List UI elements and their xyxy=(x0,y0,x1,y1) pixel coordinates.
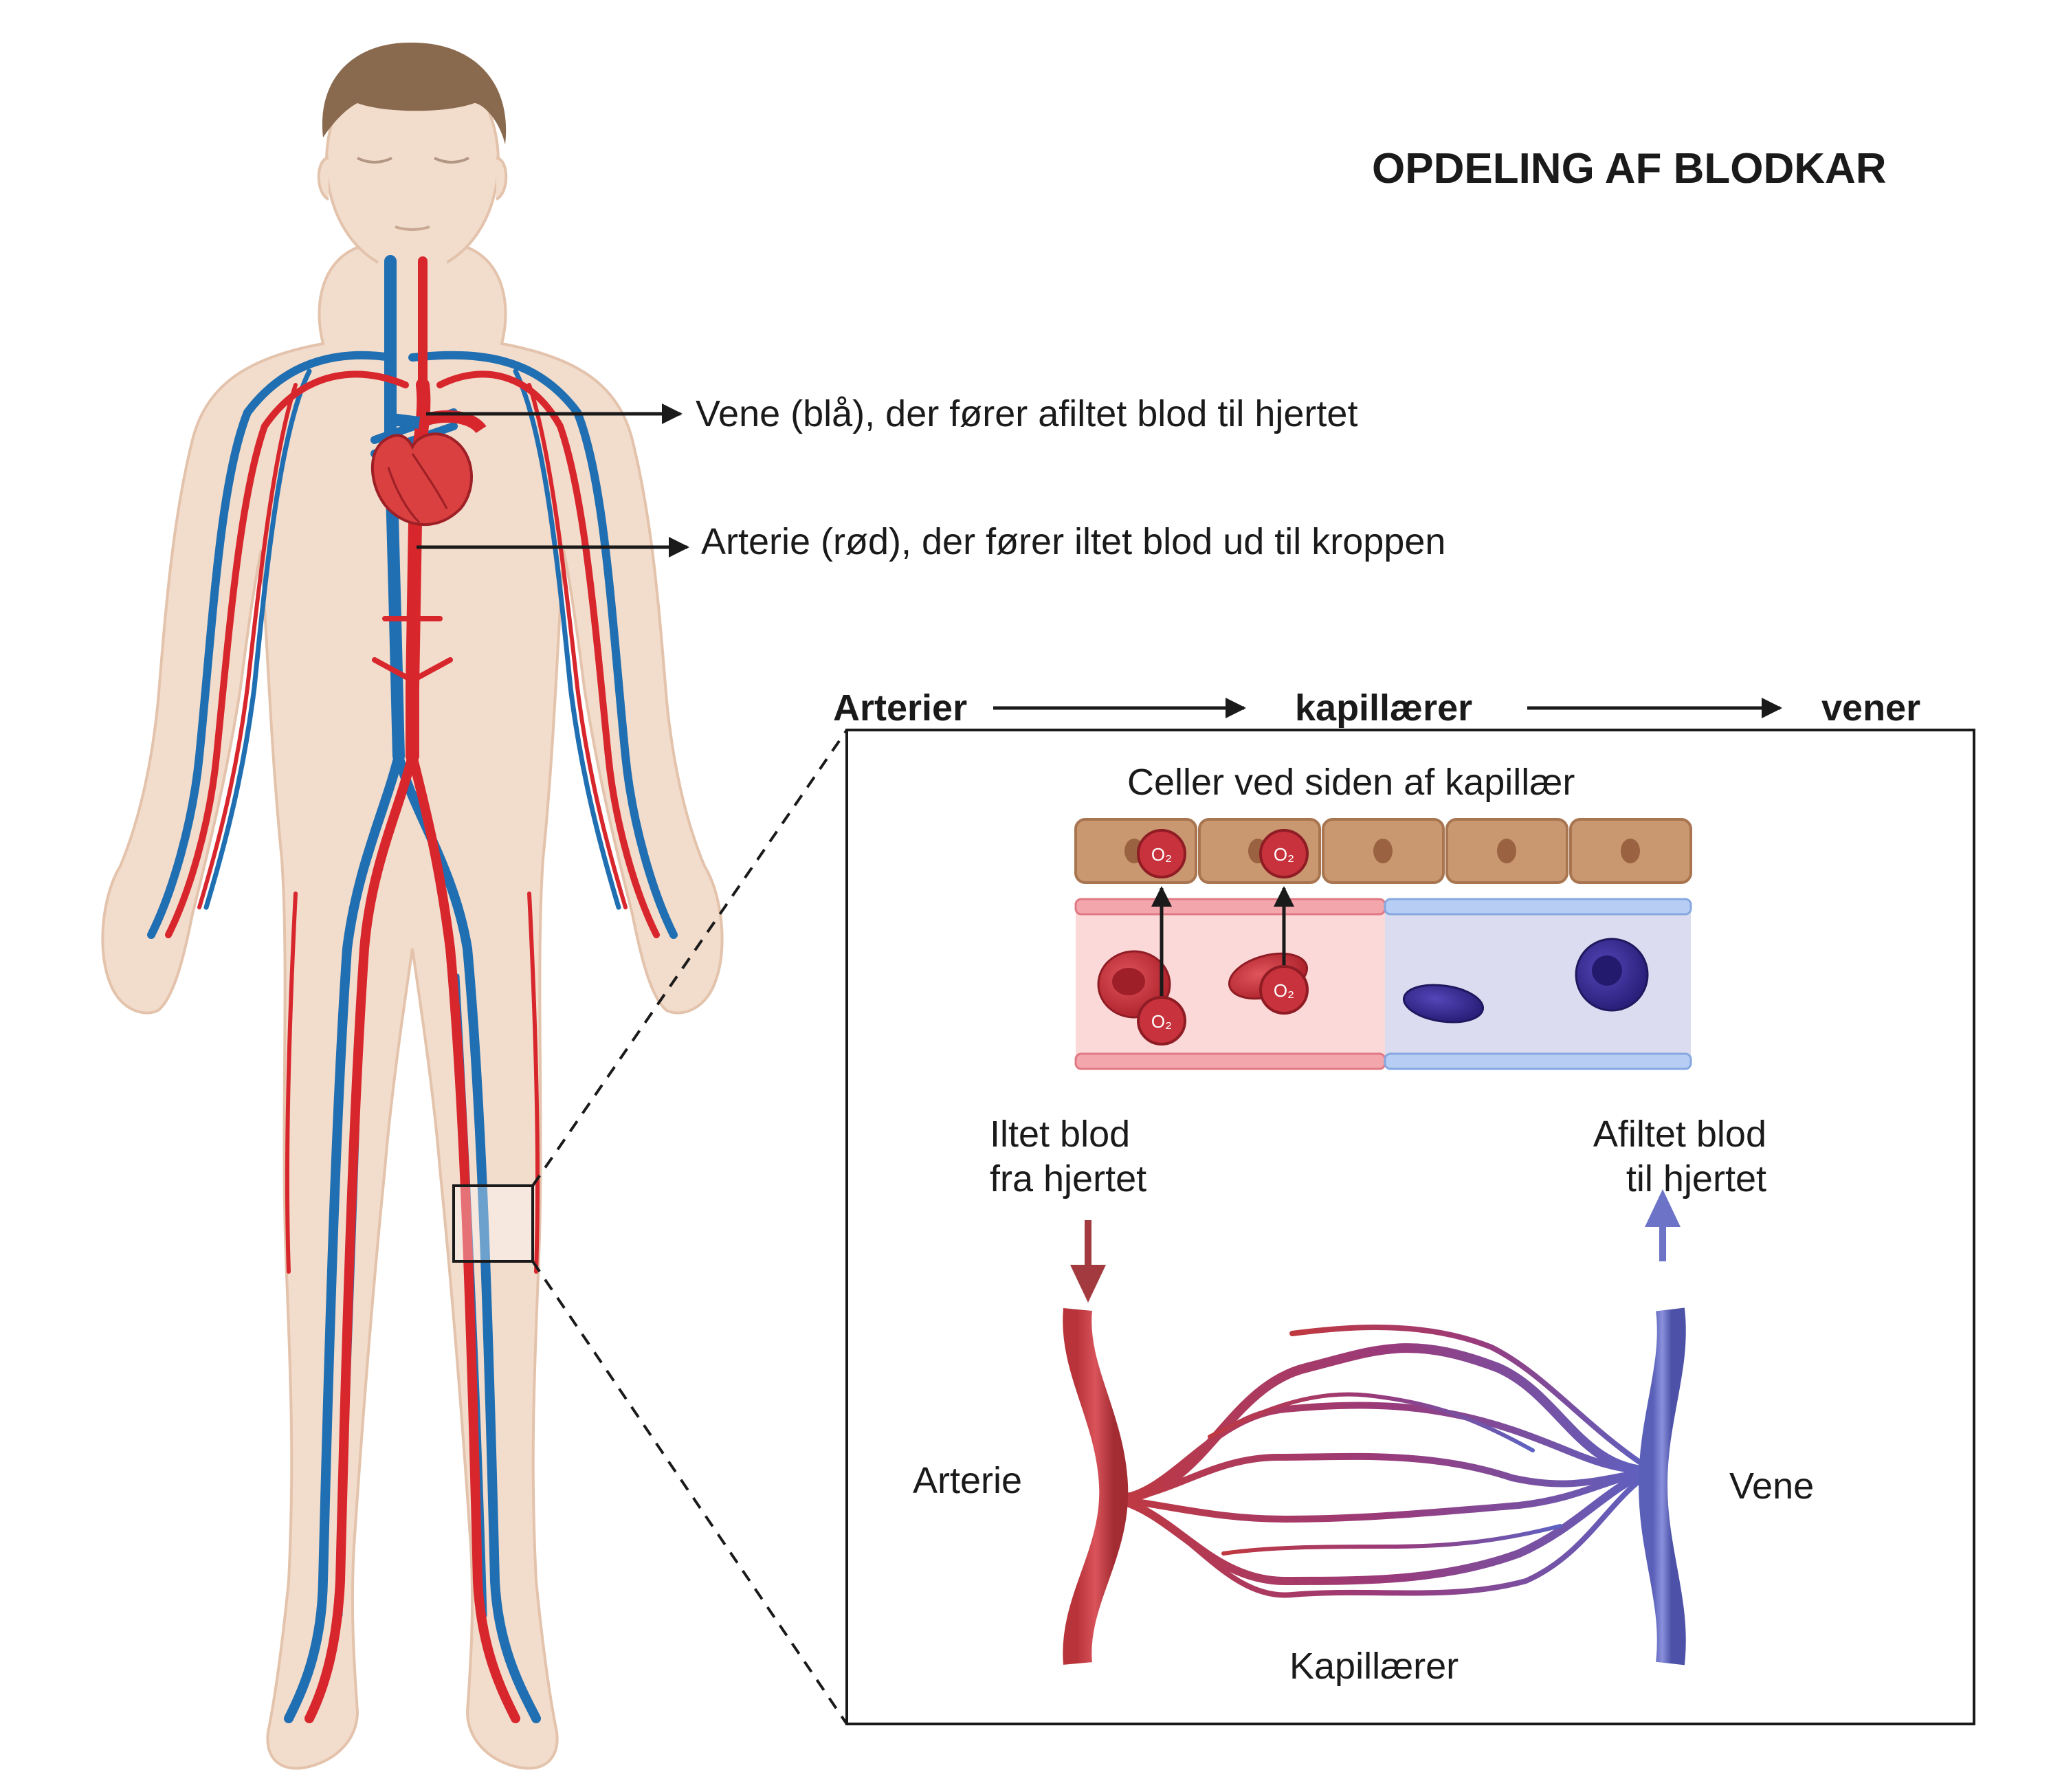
o2-label: O₂ xyxy=(1151,844,1172,865)
capillary-branch xyxy=(1111,1468,1656,1598)
artery-callout: Arterie (rød), der fører iltet blod ud t… xyxy=(417,521,1445,562)
artery-callout-label: Arterie (rød), der fører iltet blod ud t… xyxy=(701,521,1445,562)
o2-badge: O₂ xyxy=(1259,965,1309,1015)
red-blood-cell-center xyxy=(1112,968,1145,995)
artery-label: Arterie xyxy=(913,1460,1022,1501)
vessel-flow-sequence: Arterier kapillærer vener xyxy=(833,687,1920,729)
deoxygenated-label-line2: til hjertet xyxy=(1626,1158,1766,1199)
outflow-arrow xyxy=(1645,1189,1681,1261)
endothelial-wall-bottom-blue xyxy=(1384,1052,1692,1070)
o2-label: O₂ xyxy=(1274,844,1294,865)
heart-icon xyxy=(370,410,487,527)
cell-nucleus xyxy=(1497,839,1516,863)
o2-label: O₂ xyxy=(1151,1011,1172,1032)
flow-step-veins: vener xyxy=(1821,687,1920,729)
deoxygenated-blood-cell xyxy=(1402,984,1485,1024)
endothelial-wall-top-red xyxy=(1074,898,1386,916)
ear-right-icon xyxy=(495,157,508,201)
vein-vessel xyxy=(1638,1307,1686,1666)
zoom-connector-lines xyxy=(531,729,848,1725)
deoxygenated-blood-cell-center xyxy=(1592,955,1622,986)
o2-badge: O₂ xyxy=(1137,996,1186,1046)
oxygenated-label-line1: Iltet blod xyxy=(990,1114,1130,1155)
o2-badge: O₂ xyxy=(1259,829,1309,878)
capillaries-label: Kapillærer xyxy=(1289,1646,1459,1687)
artery-vessel xyxy=(1063,1308,1129,1665)
diagram-title: OPDELING AF BLODKAR xyxy=(1372,145,1887,192)
vein-callout-label: Vene (blå), der fører afiltet blod til h… xyxy=(696,393,1357,434)
vein-label: Vene xyxy=(1729,1465,1814,1507)
deoxygenated-label-line1: Afiltet blod xyxy=(1593,1114,1766,1155)
o2-label: O₂ xyxy=(1274,980,1294,1001)
capillary-branch xyxy=(1221,1524,1562,1556)
flow-step-arteries: Arterier xyxy=(833,687,967,729)
cell-nucleus xyxy=(1373,839,1393,863)
capillary-inset: Celler ved siden af kapillær xyxy=(845,729,1975,1725)
eyes-icon xyxy=(357,157,469,164)
inset-frame xyxy=(845,729,1975,1725)
capillary-branch xyxy=(1110,1402,1656,1502)
capillary-branch xyxy=(1289,1325,1656,1474)
o2-badge: O₂ xyxy=(1137,829,1186,878)
mouth-icon xyxy=(395,225,430,231)
cells-heading: Celler ved siden af kapillær xyxy=(1127,762,1575,803)
capillary-branch xyxy=(1110,1468,1656,1523)
flow-step-capillaries: kapillærer xyxy=(1295,687,1472,729)
inflow-arrow xyxy=(1070,1220,1106,1303)
capillary-branch xyxy=(1110,1452,1656,1502)
oxygenated-label-line2: fra hjertet xyxy=(990,1158,1146,1199)
endothelial-wall-top-blue xyxy=(1384,898,1692,916)
vein-callout: Vene (blå), der fører afiltet blod til h… xyxy=(426,393,1357,434)
capillary-lumen: O₂ O₂ O₂ O₂ xyxy=(1074,829,1692,1070)
zoom-line-bottom xyxy=(531,1260,848,1725)
hair xyxy=(322,42,507,144)
endothelial-wall-bottom-red xyxy=(1074,1052,1386,1070)
zoom-line-top xyxy=(531,729,848,1187)
human-figure xyxy=(101,42,724,1770)
zoom-region-box xyxy=(452,1184,534,1263)
cell-nucleus xyxy=(1621,839,1640,863)
ear-left-icon xyxy=(317,157,330,201)
capillary-bed xyxy=(1109,1325,1658,1598)
capillary-branch xyxy=(1208,1392,1535,1452)
artery-network xyxy=(165,256,660,1723)
